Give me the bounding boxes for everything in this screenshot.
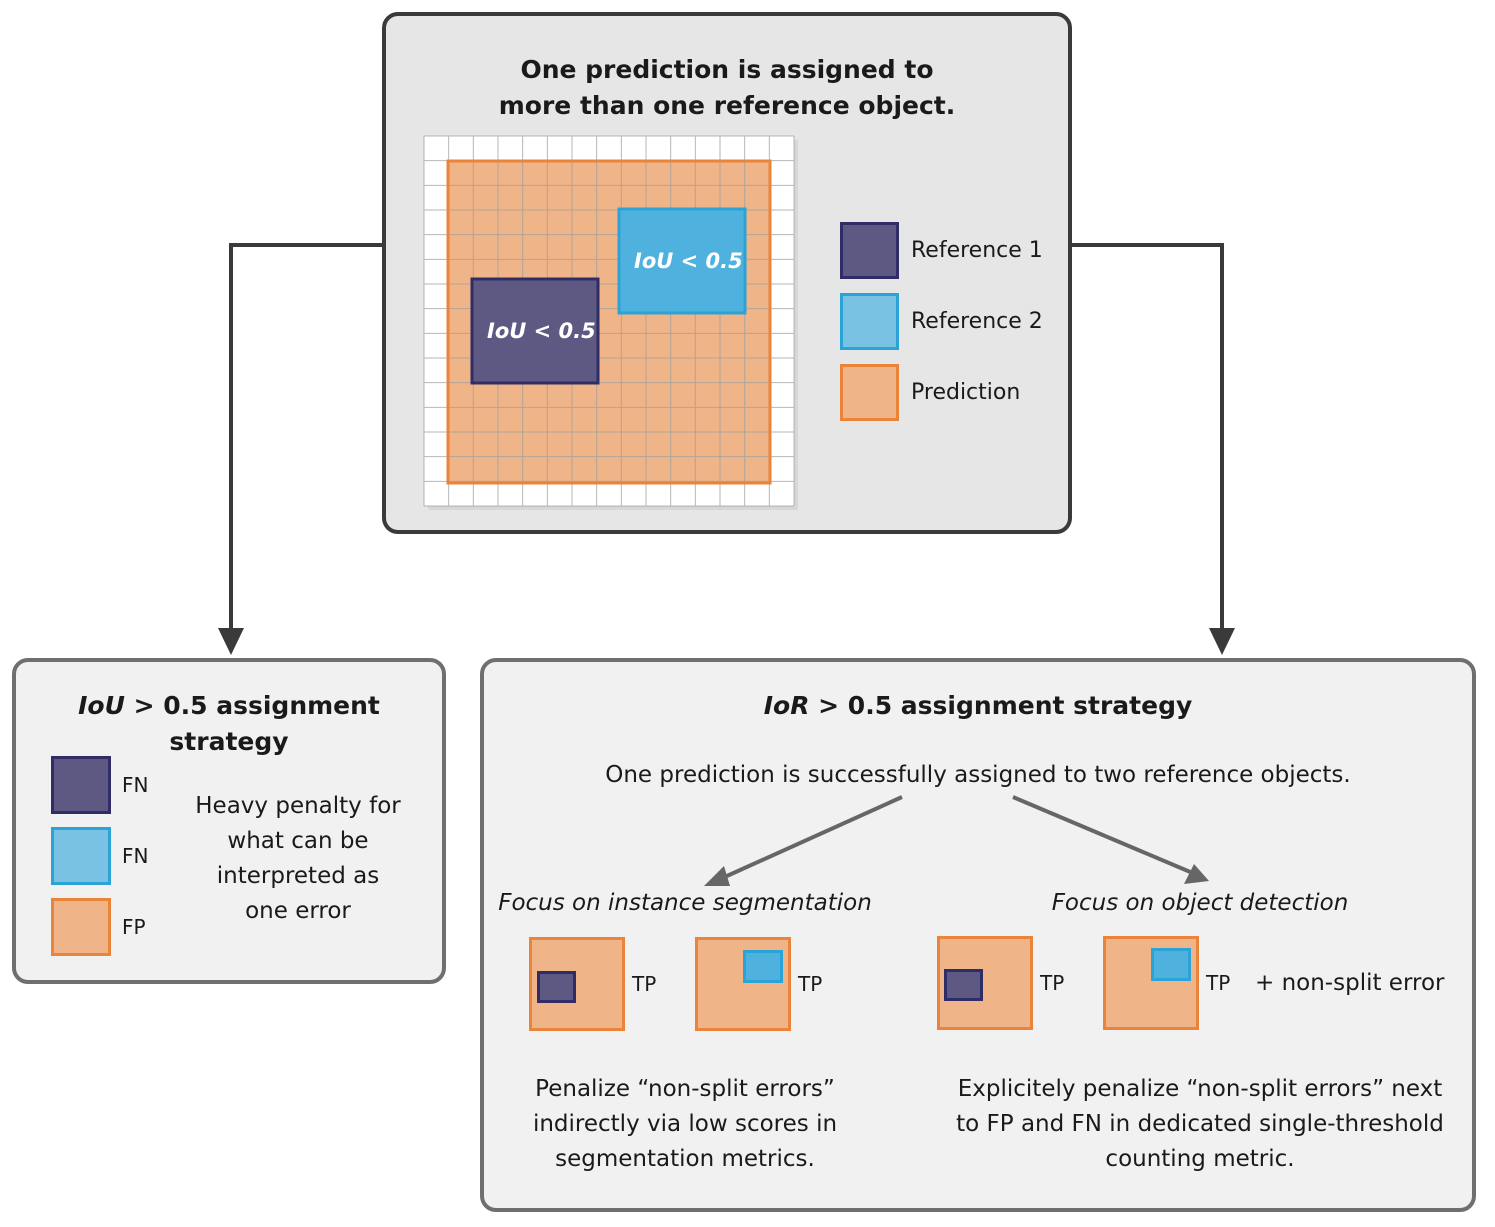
det-example-2-tp: TP [1206, 971, 1231, 995]
problem-title: One prediction is assigned to more than … [498, 55, 956, 120]
detection-description: Explicitely penalize “non-split errors” … [956, 1076, 1444, 1172]
legend-label-prediction: Prediction [911, 380, 1021, 405]
iou-description: Heavy penalty for what can be interprete… [195, 793, 401, 924]
legend-swatch-reference-2 [840, 293, 899, 350]
reference-1-region [470, 277, 600, 385]
legend-label-reference-2: Reference 2 [911, 309, 1043, 334]
left-arrowhead [218, 628, 244, 655]
fn-label-1: FN [122, 773, 149, 797]
fn-swatch-reference-1 [51, 756, 111, 814]
seg-example-1-tp: TP [632, 972, 657, 996]
ref2-iou-label: IoU < 0.5 [634, 249, 743, 273]
branch-arrow-segmentation [717, 795, 903, 882]
focus-detection-label: Focus on object detection [1051, 890, 1349, 916]
seg-example-2-reference [743, 950, 783, 983]
fn-swatch-reference-2 [51, 827, 111, 885]
right-arrowhead [1209, 628, 1235, 655]
non-split-error-label: + non-split error [1255, 970, 1445, 996]
ref1-iou-label: IoU < 0.5 [487, 319, 596, 343]
right-connector [1070, 243, 1224, 632]
focus-segmentation-label: Focus on instance segmentation [498, 890, 872, 916]
iou-strategy-title: IoU > 0.5 assignment strategy [78, 691, 380, 756]
branch-arrow-detection [1012, 795, 1196, 876]
legend-swatch-reference-1 [840, 222, 899, 279]
det-example-1-tp: TP [1040, 971, 1065, 995]
segmentation-description: Penalize “non-split errors” indirectly v… [532, 1076, 838, 1172]
det-example-2-reference [1151, 948, 1191, 981]
ior-strategy-box: IoR > 0.5 assignment strategy [480, 658, 1476, 1212]
legend-swatch-prediction [840, 364, 899, 421]
ior-strategy-title: IoR > 0.5 assignment strategy [763, 691, 1193, 720]
seg-example-2-tp: TP [798, 972, 823, 996]
legend-label-reference-1: Reference 1 [911, 238, 1043, 263]
fp-label: FP [122, 915, 146, 939]
det-example-1-reference [944, 969, 983, 1001]
fn-label-2: FN [122, 844, 149, 868]
seg-example-1-reference [537, 971, 576, 1003]
ior-statement: One prediction is successfully assigned … [605, 762, 1351, 788]
left-connector [229, 243, 383, 632]
fp-swatch-prediction [51, 898, 111, 956]
reference-2-region [617, 207, 747, 315]
